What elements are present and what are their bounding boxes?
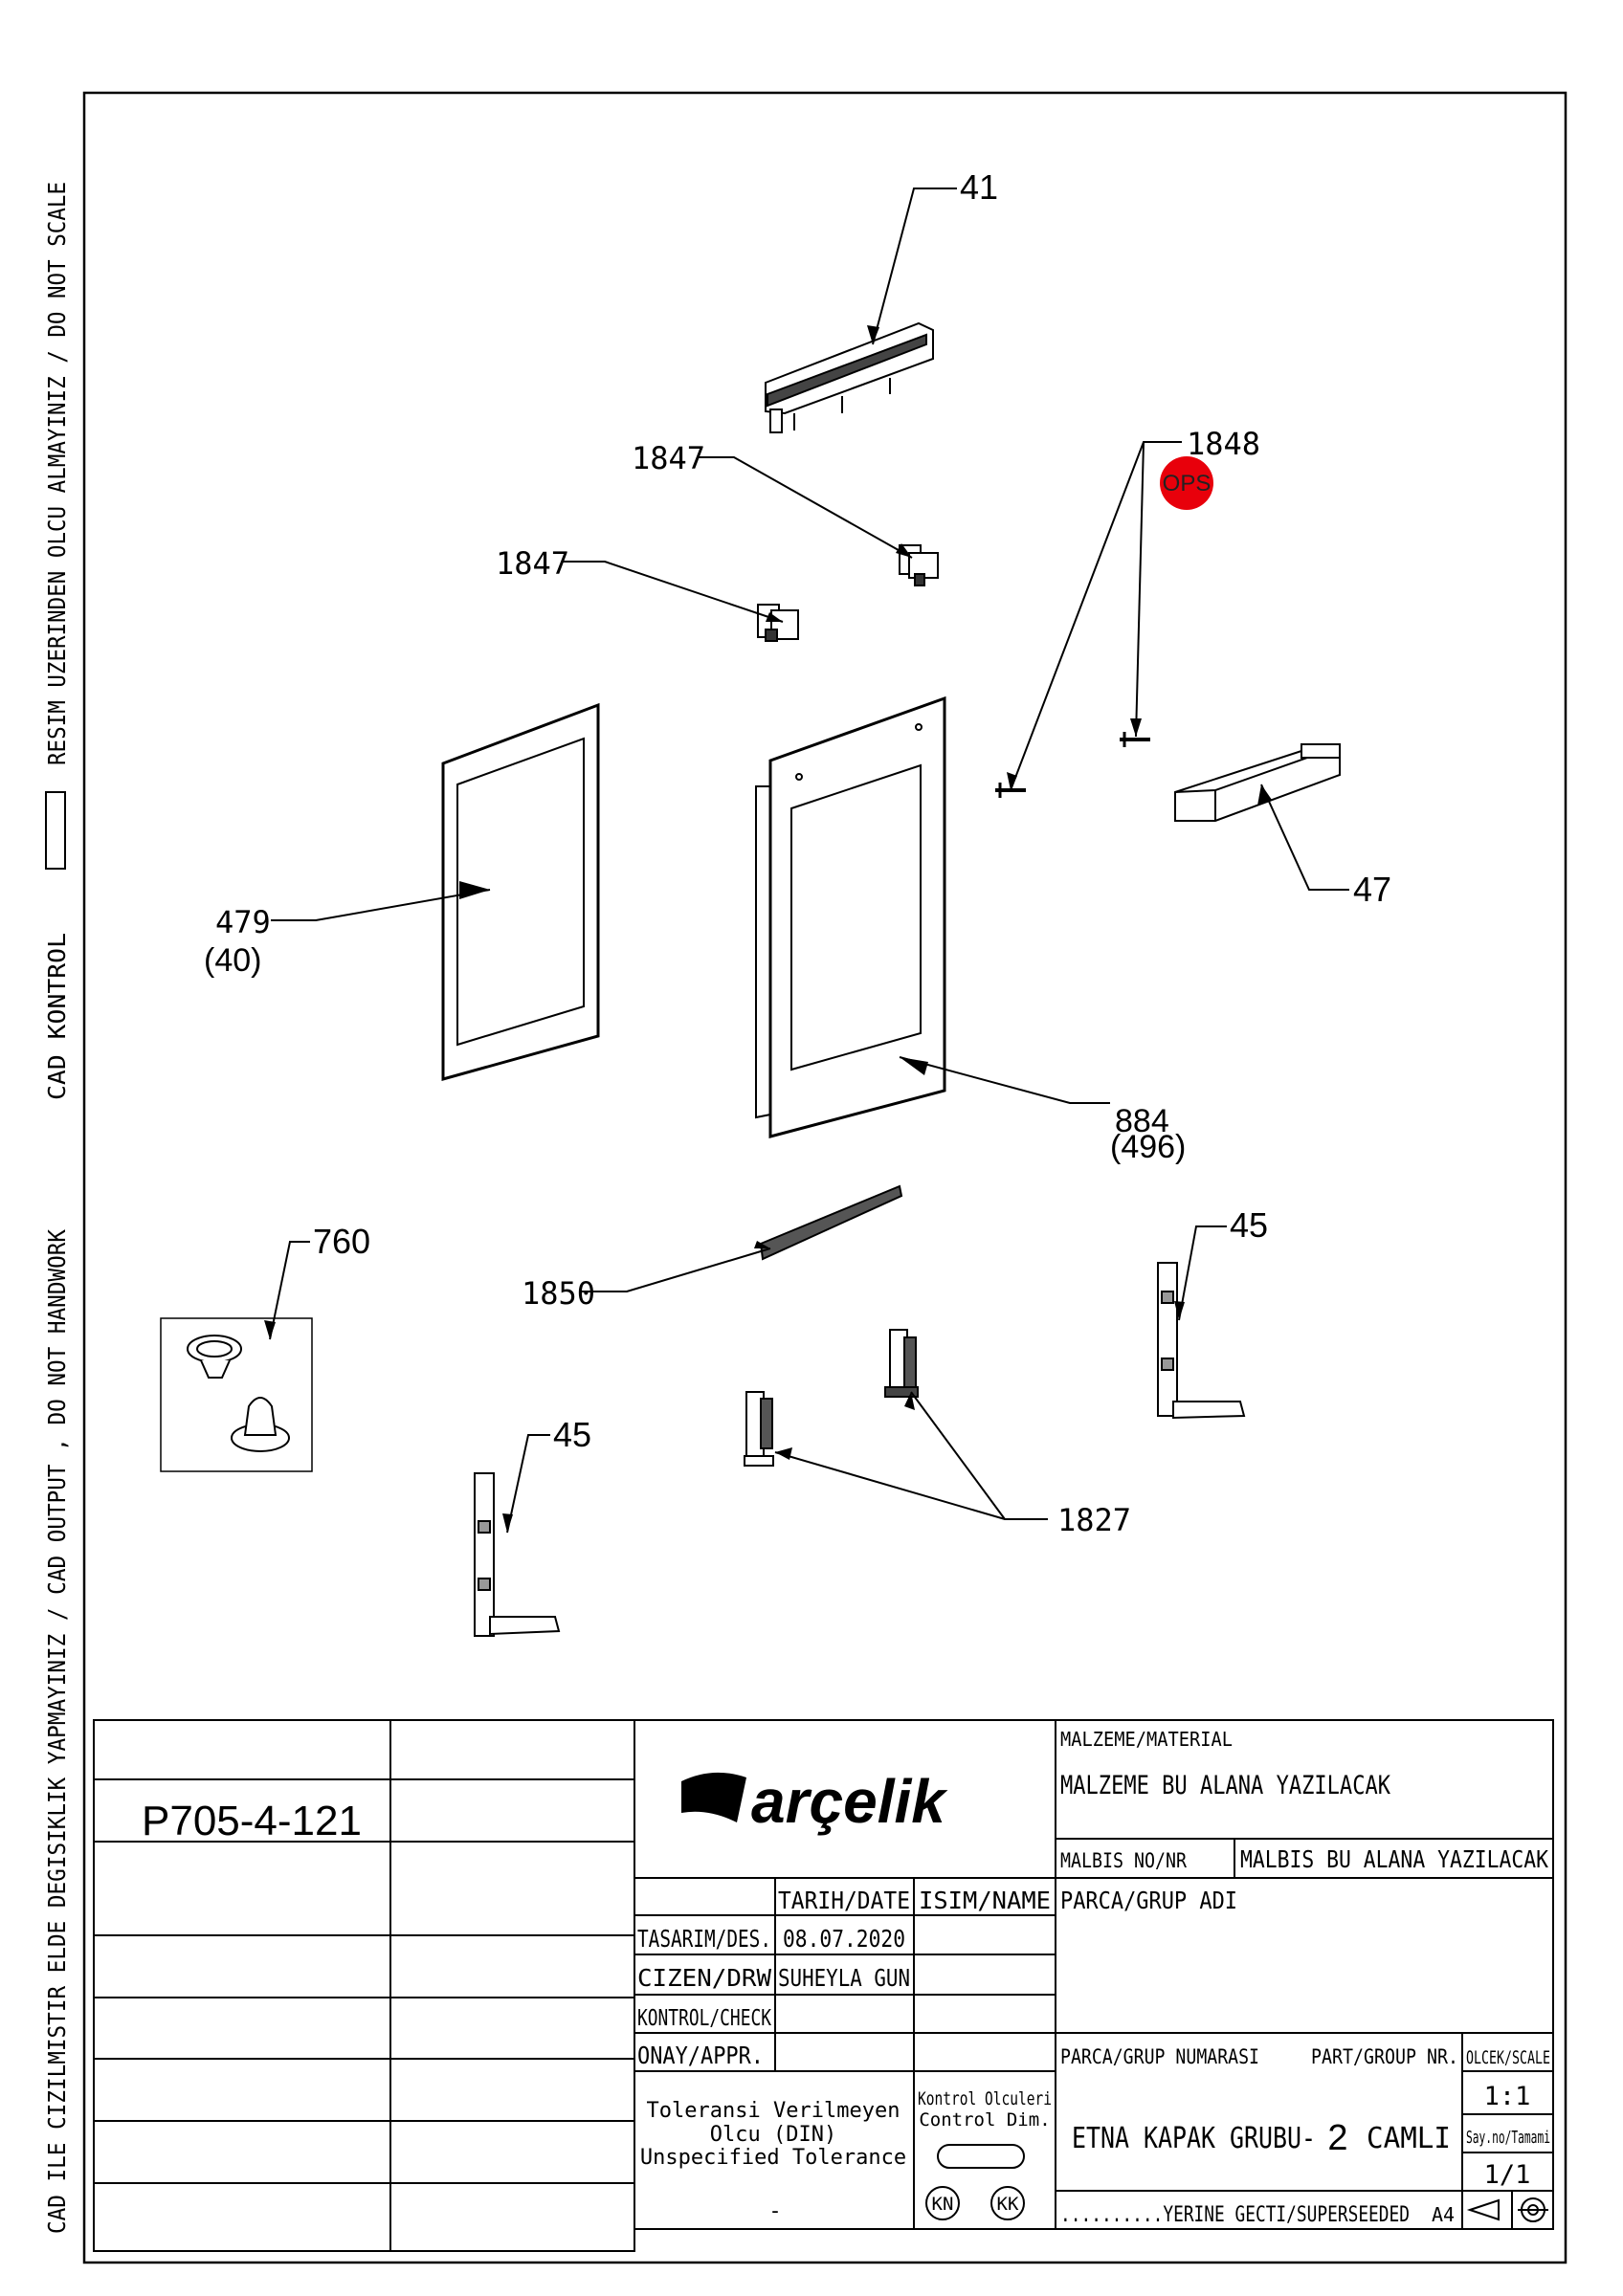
callout-1847-lower: 1847: [496, 545, 569, 582]
leader-lines: [269, 188, 1349, 1534]
parts: [160, 321, 1341, 1637]
part-1827-lock-right: [884, 1329, 919, 1398]
kn-symbol: [925, 2186, 960, 2220]
control-dim-symbol: [937, 2144, 1025, 2169]
scale-label: OLCEK/SCALE: [1466, 2047, 1550, 2068]
callout-884-qty: (496): [1110, 1129, 1186, 1165]
callout-1827: 1827: [1057, 1502, 1131, 1538]
arcelik-logo-text: arçelik: [751, 1767, 948, 1836]
cad-control-label: CAD KONTROL: [43, 933, 71, 1100]
callout-479-qty: (40): [204, 942, 261, 979]
sheet-label: Say.no/Tamami: [1466, 2128, 1550, 2148]
callout-884: 884: [1115, 1103, 1169, 1139]
callout-1848: 1848: [1187, 426, 1260, 462]
kk-label: KK: [997, 2194, 1019, 2215]
callout-1847-upper: 1847: [632, 440, 705, 476]
scale-value: 1:1: [1484, 2082, 1531, 2111]
check-label: KONTROL/CHECK: [637, 2006, 771, 2031]
part-45-hinge-left: [474, 1472, 561, 1637]
callout-479: 479: [215, 904, 271, 940]
control-dim-line-1: Kontrol Olculeri: [918, 2088, 1052, 2109]
malbis-label: MALBIS NO/NR: [1060, 1849, 1187, 1872]
callout-1850: 1850: [522, 1275, 595, 1312]
part-1848-pins: [995, 732, 1150, 798]
design-date: 08.07.2020: [783, 1925, 905, 1953]
tolerance-line-2: Olcu (DIN): [710, 2123, 836, 2147]
superseded-label: ..........YERINE GECTI/SUPERSEEDED: [1060, 2203, 1410, 2227]
do-not-scale-note: RESIM UZERINDEN OLCU ALMAYINIZ / DO NOT …: [43, 182, 71, 765]
drawing-title-part-1: ETNA KAPAK GRUBU-: [1072, 2122, 1316, 2155]
callout-760: 760: [313, 1222, 370, 1261]
tolerance-line-1: Toleransi Verilmeyen: [647, 2099, 900, 2123]
arcelik-logo-mark: [681, 1772, 746, 1822]
arcelik-logo: arçelik: [681, 1767, 948, 1836]
part-41-top-rail: [765, 321, 934, 433]
drawn-name: SUHEYLA GUN: [778, 1964, 910, 1992]
part-479-inner-glass: [441, 702, 600, 1081]
kn-label: KN: [932, 2194, 954, 2215]
drawn-label: CIZEN/DRW: [637, 1964, 772, 1992]
drawing-frame: [82, 91, 1567, 2264]
part-1847-bracket-upper: [899, 544, 939, 586]
part-45-hinge-right: [1157, 1262, 1246, 1420]
part-760-bumpers: [160, 1317, 313, 1472]
part-no-label: PARCA/GRUP NUMARASI: [1060, 2045, 1259, 2068]
part-47-handle: [1174, 743, 1341, 822]
part-1847-bracket-lower: [757, 604, 799, 642]
projection-symbol: [1466, 2197, 1548, 2222]
cad-output-note: CAD ILE CIZILMISTIR ELDE DEGISIKLIK YAPM…: [43, 1229, 71, 2234]
date-header: TARIH/DATE: [778, 1887, 910, 1914]
arrowheads: [264, 325, 1272, 1533]
drawing-number: P705-4-121: [142, 1798, 362, 1844]
paper-size: A4: [1432, 2203, 1455, 2226]
side-notes: RESIM UZERINDEN OLCU ALMAYINIZ / DO NOT …: [43, 182, 71, 2234]
part-884-outer-glass: [755, 695, 946, 1138]
drawing-title-number: 2: [1327, 2118, 1347, 2158]
ops-label: OPS: [1163, 471, 1212, 497]
callout-45-left: 45: [553, 1415, 591, 1454]
kk-symbol: [990, 2186, 1025, 2220]
part-name-label: PARCA/GRUP ADI: [1060, 1887, 1237, 1914]
callout-41: 41: [960, 167, 998, 207]
tolerance-line-3: Unspecified Tolerance: [640, 2146, 906, 2170]
name-header: ISIM/NAME: [919, 1887, 1051, 1914]
design-label: TASARIM/DES.: [637, 1925, 771, 1953]
callout-labels: 41 1847 1847 1848 OPS 479 (40) 47 884 (4…: [204, 167, 1391, 1538]
ops-marker: [1160, 456, 1213, 510]
drawing-title-part-2: CAMLI: [1367, 2122, 1451, 2155]
tolerance-value: -: [768, 2199, 781, 2223]
cad-control-box: [45, 791, 66, 870]
malbis-value: MALBIS BU ALANA YAZILACAK: [1240, 1845, 1548, 1873]
material-value: MALZEME BU ALANA YAZILACAK: [1060, 1771, 1391, 1800]
approval-label: ONAY/APPR.: [637, 2042, 764, 2069]
callout-47: 47: [1353, 870, 1391, 909]
part-1850-bottom-rail: [759, 1184, 903, 1261]
part-1827-lock-left: [744, 1391, 774, 1467]
material-label: MALZEME/MATERIAL: [1060, 1728, 1233, 1751]
part-no-label-en: PART/GROUP NR.: [1311, 2045, 1458, 2068]
control-dim-line-2: Control Dim.: [919, 2109, 1050, 2130]
title-block: arçelik P705-4-121 MALZEME/MATERIAL MALZ…: [93, 1719, 1554, 2252]
callout-45-right: 45: [1230, 1205, 1268, 1245]
sheet-value: 1/1: [1484, 2160, 1531, 2190]
